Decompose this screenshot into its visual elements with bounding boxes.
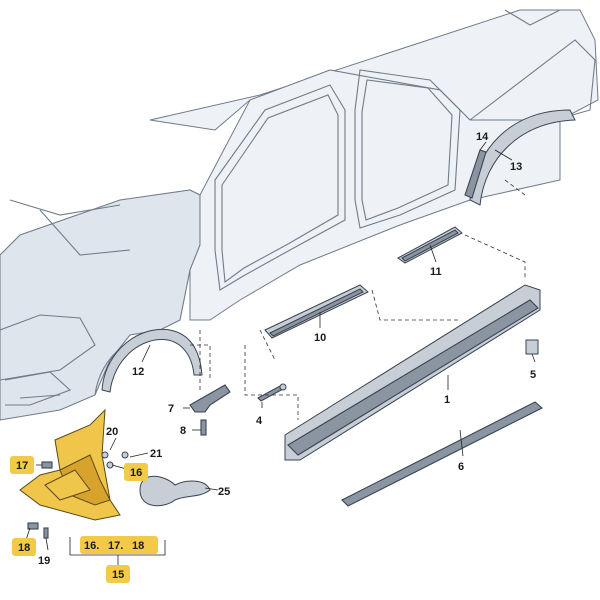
part-25-seal — [139, 475, 211, 507]
callout-14: 14 — [476, 131, 489, 143]
part-4-rod — [257, 383, 287, 402]
callout-17: 17 — [16, 460, 28, 472]
callout-4: 4 — [256, 415, 263, 427]
part-14-rear-trim-strip — [464, 149, 487, 199]
callout-13: 13 — [510, 161, 522, 173]
callout-labels: 1 4 5 6 7 8 10 11 12 13 14 25 20 21 19 1… — [16, 131, 536, 581]
callout-21: 21 — [150, 448, 162, 460]
callout-8: 8 — [180, 425, 186, 437]
badge-16 — [124, 463, 148, 481]
part-15-wheelhouse-liner — [19, 408, 121, 521]
reference-lines — [190, 179, 526, 420]
callout-20: 20 — [106, 426, 118, 438]
callout-15: 15 — [112, 569, 124, 581]
part-8-screw — [200, 419, 207, 436]
callout-7: 7 — [168, 403, 174, 415]
part-16-20-21-fasteners — [27, 451, 129, 539]
badge-18 — [12, 538, 36, 556]
callout-25: 25 — [218, 486, 230, 498]
badge-17 — [10, 456, 34, 474]
leader-lines — [25, 141, 536, 568]
callout-16: 16 — [130, 467, 142, 479]
callout-12: 12 — [132, 366, 144, 378]
callout-11: 11 — [430, 266, 442, 278]
callout-10: 10 — [314, 332, 326, 344]
part-10-front-sill-trim — [264, 284, 369, 339]
callout-17-group: 17. — [108, 540, 123, 552]
callout-6: 6 — [458, 461, 464, 473]
callout-19: 19 — [38, 555, 50, 567]
part-7-bracket — [189, 384, 231, 413]
vehicle-body — [0, 9, 599, 421]
callout-18-group: 18 — [132, 540, 144, 552]
callout-1: 1 — [444, 394, 450, 406]
highlight-badges — [10, 456, 158, 583]
badge-16-17-18 — [80, 536, 158, 554]
part-5-clip — [525, 339, 539, 355]
callout-16-group: 16. — [84, 540, 99, 552]
part-12-front-arch-trim — [101, 328, 203, 393]
part-6-sill-strip — [341, 401, 543, 507]
callout-5: 5 — [530, 369, 536, 381]
callout-18: 18 — [18, 542, 30, 554]
part-1-side-sill-panel — [284, 284, 541, 461]
badge-15 — [106, 565, 130, 583]
